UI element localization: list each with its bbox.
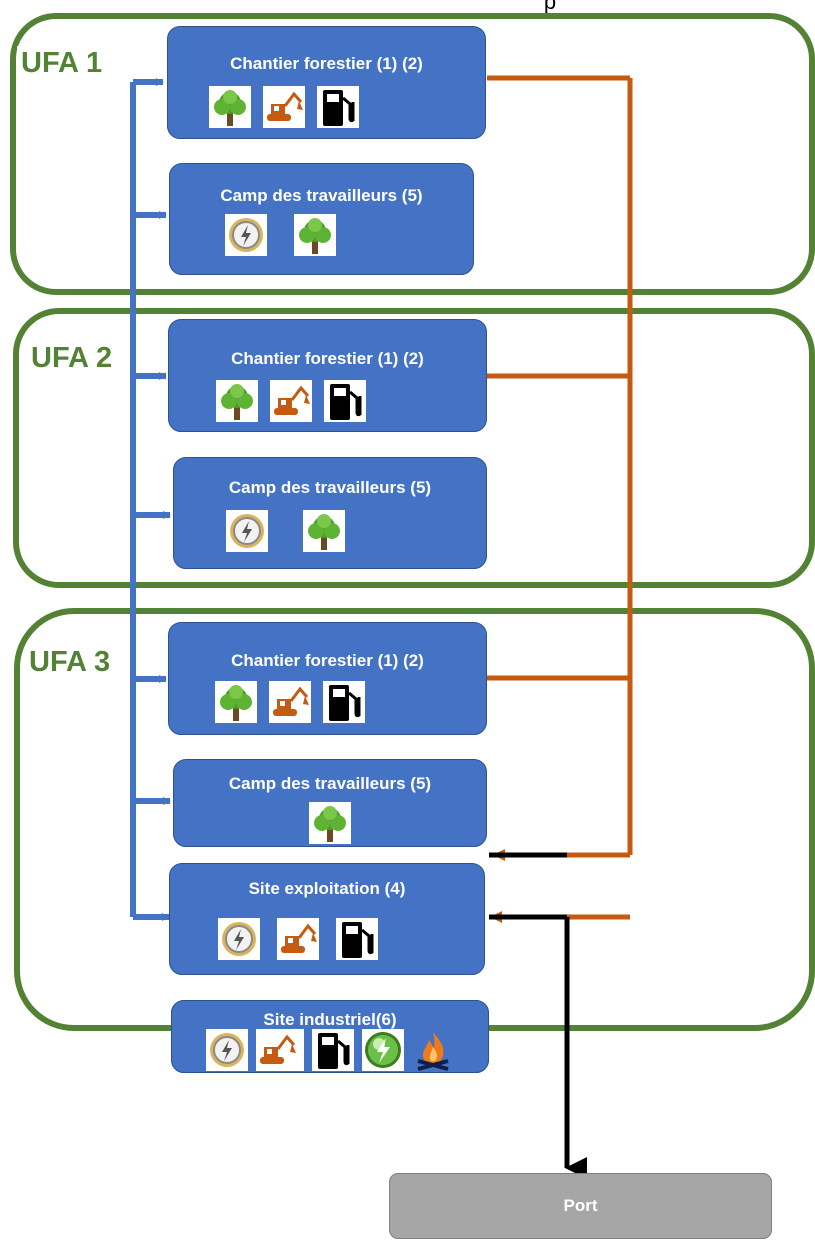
excavator-icon <box>277 918 319 960</box>
node-title: Camp des travailleurs (5) <box>228 774 432 793</box>
export-flow-arrows <box>489 852 587 1179</box>
ufa-1-label: UFA 1 <box>17 46 107 80</box>
excavator-icon <box>270 380 312 422</box>
ufa-3-chantier-forestier[interactable]: Chantier forestier (1) (2) <box>168 622 487 735</box>
node-icons <box>174 510 486 552</box>
port-node[interactable]: Port <box>389 1173 772 1239</box>
node-title: Chantier forestier (1) (2) <box>230 54 423 73</box>
node-icons <box>169 380 486 422</box>
node-title: Site industriel(6) <box>263 1010 397 1029</box>
tree-icon <box>294 214 336 256</box>
node-title: Chantier forestier (1) (2) <box>231 651 424 670</box>
fuel-pump-icon <box>323 681 365 723</box>
node-icons <box>170 918 484 960</box>
ufa-2-label: UFA 2 <box>27 341 117 375</box>
node-title: Camp des travailleurs (5) <box>220 186 423 205</box>
supply-arrows <box>130 78 171 921</box>
excavator-icon <box>263 86 305 128</box>
electricity-icon <box>226 510 268 552</box>
node-icons <box>174 802 486 844</box>
ufa-1-frame <box>10 13 815 295</box>
ufa-3-site-exploitation[interactable]: Site exploitation (4) <box>169 863 485 975</box>
excavator-icon <box>256 1029 304 1071</box>
ufa-3-label: UFA 3 <box>25 645 115 679</box>
node-title: Chantier forestier (1) (2) <box>231 349 424 368</box>
fuel-pump-icon <box>336 918 378 960</box>
excavator-icon <box>269 681 311 723</box>
tree-icon <box>215 681 257 723</box>
ufa-1-camp-travailleurs[interactable]: Camp des travailleurs (5) <box>169 163 474 275</box>
fuel-pump-icon <box>317 86 359 128</box>
fuel-pump-icon <box>312 1029 354 1071</box>
fuel-pump-icon <box>324 380 366 422</box>
fire-icon <box>412 1029 454 1071</box>
ufa-1-chantier-forestier[interactable]: Chantier forestier (1) (2) <box>167 26 486 139</box>
node-icons <box>169 681 486 723</box>
tree-icon <box>303 510 345 552</box>
node-title: Camp des travailleurs (5) <box>228 478 432 497</box>
green-energy-icon <box>362 1029 404 1071</box>
node-title: Site exploitation (4) <box>248 879 406 898</box>
site-industriel-node-main[interactable]: Site industriel(6) <box>171 1000 489 1073</box>
tree-icon <box>216 380 258 422</box>
electricity-icon <box>206 1029 248 1071</box>
electricity-icon <box>225 214 267 256</box>
ufa-2-camp-travailleurs[interactable]: Camp des travailleurs (5) <box>173 457 487 569</box>
node-icons <box>172 1029 488 1071</box>
electricity-icon <box>218 918 260 960</box>
tree-icon <box>209 86 251 128</box>
node-icons <box>170 214 473 256</box>
wood-flow-arrows <box>487 75 633 923</box>
ufa-2-frame <box>13 308 815 588</box>
node-icons <box>168 86 485 128</box>
top-title-fragment: p <box>520 0 580 13</box>
ufa-3-camp-travailleurs[interactable]: Camp des travailleurs (5) <box>173 759 487 847</box>
ufa-2-chantier-forestier[interactable]: Chantier forestier (1) (2) <box>168 319 487 432</box>
tree-icon <box>309 802 351 844</box>
